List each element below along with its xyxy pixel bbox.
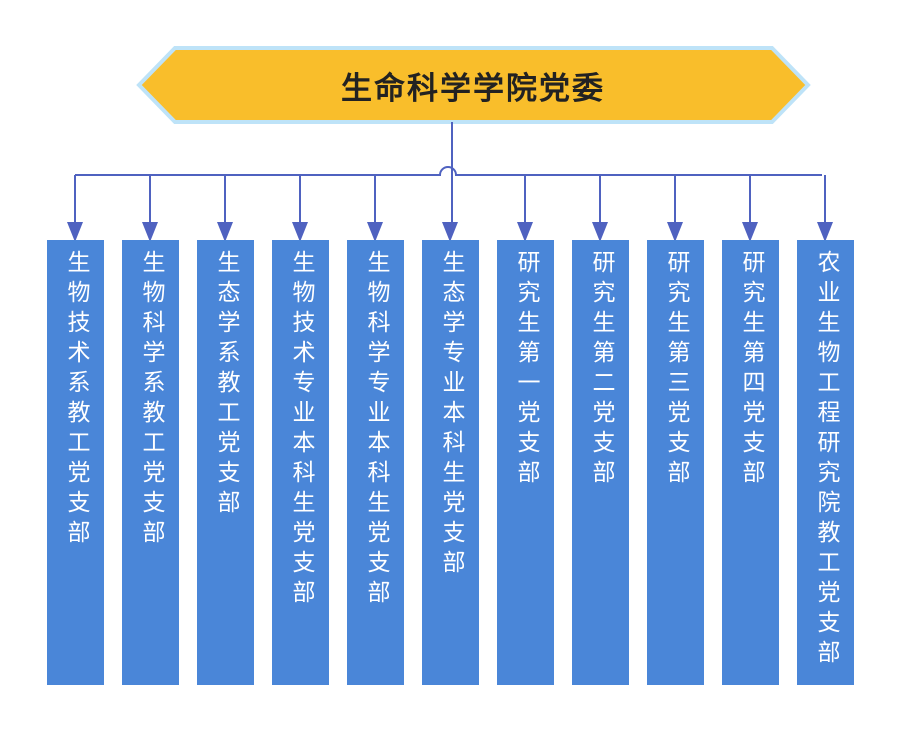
branch-box[interactable]: 生态学专业本科生党支部 (422, 240, 479, 685)
party-committee-title: 生命科学学院党委 (341, 70, 605, 107)
branch-box[interactable]: 生物科学专业本科生党支部 (347, 240, 404, 685)
arrow-head (292, 222, 308, 242)
horizontal-bus-line (75, 166, 822, 176)
branch-label: 生物技术专业本科生党支部 (288, 250, 314, 610)
branch-label: 研究生第三党支部 (663, 250, 689, 490)
branch-box[interactable]: 研究生第二党支部 (572, 240, 629, 685)
arrow-head (67, 222, 83, 242)
arrow-head (142, 222, 158, 242)
branch-label: 生物科学专业本科生党支部 (363, 250, 389, 610)
arrow-head (367, 222, 383, 242)
branch-box[interactable]: 研究生第三党支部 (647, 240, 704, 685)
arrow-head (217, 222, 233, 242)
branch-box[interactable]: 生物技术系教工党支部 (47, 240, 104, 685)
branch-box[interactable]: 生态学系教工党支部 (197, 240, 254, 685)
branch-label: 生物科学系教工党支部 (138, 250, 164, 550)
branch-label: 生态学专业本科生党支部 (438, 250, 464, 580)
arrow-head (517, 222, 533, 242)
branch-label: 研究生第四党支部 (738, 250, 764, 490)
branch-box[interactable]: 研究生第一党支部 (497, 240, 554, 685)
branch-label: 生物技术系教工党支部 (63, 250, 89, 550)
arrow-head (742, 222, 758, 242)
arrow-head (592, 222, 608, 242)
arrow-head (817, 222, 833, 242)
branch-label: 农业生物工程研究院教工党支部 (813, 250, 839, 670)
title-banner-shape (136, 46, 811, 124)
branch-label: 研究生第一党支部 (513, 250, 539, 490)
arrow-head (667, 222, 683, 242)
branch-box[interactable]: 研究生第四党支部 (722, 240, 779, 685)
branch-label: 生态学系教工党支部 (213, 250, 239, 520)
branch-box[interactable]: 农业生物工程研究院教工党支部 (797, 240, 854, 685)
branch-box[interactable]: 生物技术专业本科生党支部 (272, 240, 329, 685)
branch-box[interactable]: 生物科学系教工党支部 (122, 240, 179, 685)
branch-label: 研究生第二党支部 (588, 250, 614, 490)
arrow-head (442, 222, 458, 242)
